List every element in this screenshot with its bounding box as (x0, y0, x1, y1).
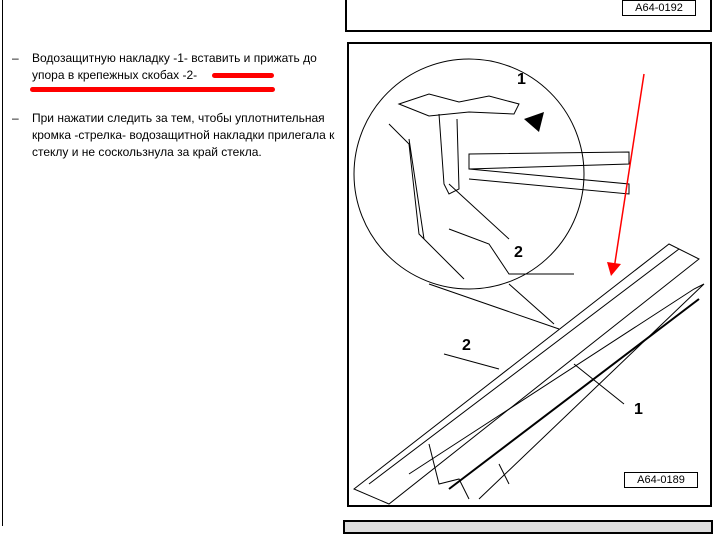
instruction-item: – Водозащитную накладку -1- вставить и п… (12, 50, 342, 84)
arrow-icon (524, 112, 544, 132)
figure-bottom (343, 520, 713, 534)
figure-main: 1 2 2 1 A64-0189 (347, 42, 712, 507)
red-arrowhead-icon (607, 262, 621, 276)
figure-label: A64-0192 (622, 0, 696, 16)
technical-drawing: 1 2 2 1 (353, 58, 705, 505)
page-border-left (2, 0, 3, 526)
bullet-dash: – (12, 51, 19, 65)
red-strikeout (30, 87, 275, 92)
instruction-text: Водозащитную накладку -1- вставить и при… (32, 51, 317, 82)
figure-label: A64-0189 (624, 472, 698, 488)
instruction-item: – При нажатии следить за тем, чтобы упло… (12, 110, 342, 161)
callout-1: 1 (517, 71, 526, 88)
callout-2: 2 (462, 337, 471, 354)
red-arrow-line (613, 73, 645, 270)
callout-1: 1 (634, 401, 643, 418)
bullet-dash: – (12, 111, 19, 125)
instruction-text: При нажатии следить за тем, чтобы уплотн… (32, 111, 335, 159)
red-strikeout (212, 73, 274, 78)
callout-2: 2 (514, 244, 523, 261)
detail-circle (353, 58, 585, 290)
figure-top: A64-0192 (345, 0, 712, 32)
